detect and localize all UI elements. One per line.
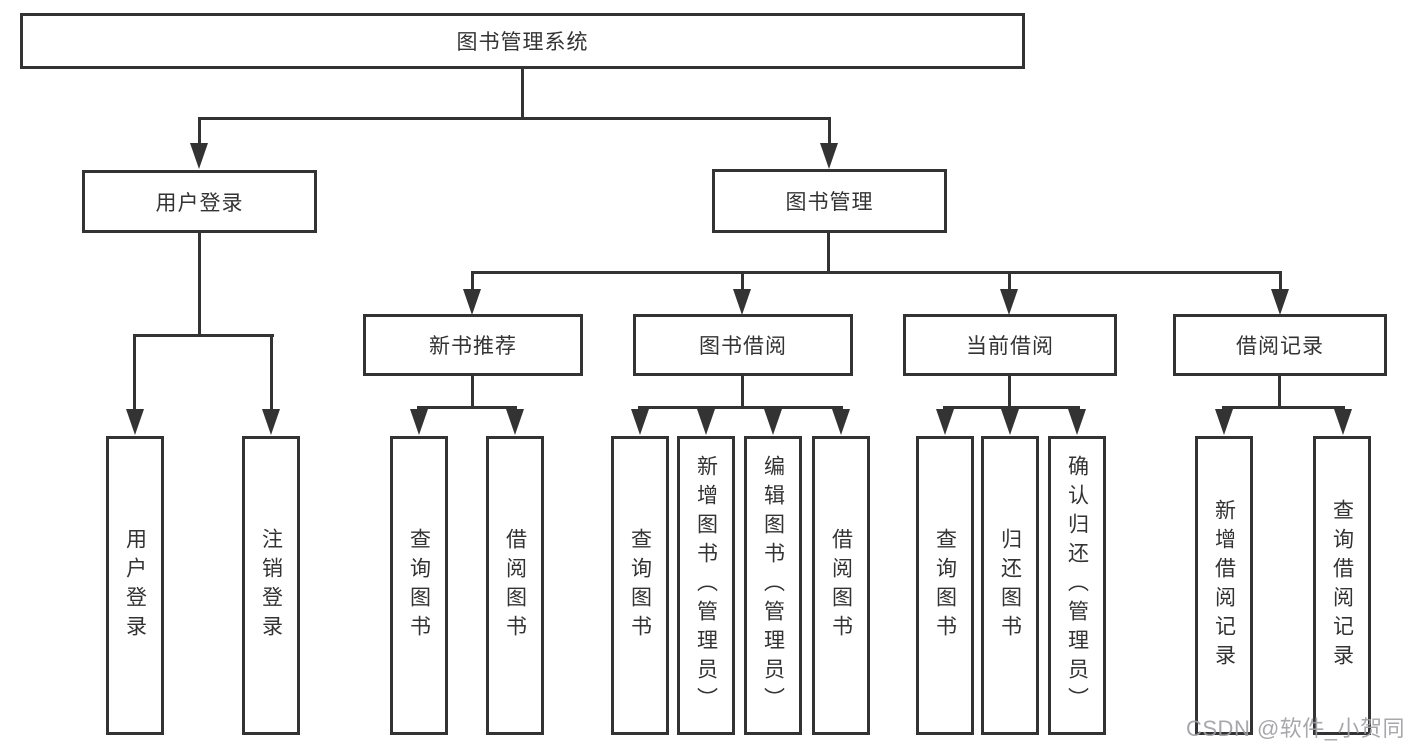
leaf-query-books-borrowing: 查询图书 <box>611 436 669 735</box>
connector-line <box>1278 376 1281 409</box>
connector-line <box>1008 376 1011 409</box>
connector-line <box>471 376 474 409</box>
connector-line <box>1222 406 1345 409</box>
leaf-borrow-books: 借阅图书 <box>812 436 870 735</box>
connector-line <box>417 406 517 409</box>
connector-line <box>133 334 136 412</box>
down-arrowhead <box>410 409 428 435</box>
node-book-management: 图书管理 <box>712 169 947 233</box>
down-arrowhead <box>1271 289 1289 315</box>
leaf-return-books: 归还图书 <box>981 436 1039 735</box>
connector-line <box>270 334 273 412</box>
node-current-borrowing: 当前借阅 <box>903 314 1117 376</box>
down-arrowhead <box>832 409 850 435</box>
down-arrowhead <box>262 409 280 435</box>
leaf-query-books-newbooks: 查询图书 <box>390 436 448 735</box>
down-arrowhead <box>463 289 481 315</box>
node-borrowing-records: 借阅记录 <box>1173 314 1387 376</box>
connector-line <box>521 68 524 120</box>
connector-line <box>1008 271 1011 291</box>
down-arrowhead <box>1068 409 1086 435</box>
down-arrowhead <box>1000 289 1018 315</box>
leaf-query-books-current: 查询图书 <box>916 436 974 735</box>
leaf-add-books-admin: 新增图书（管理员） <box>677 436 735 735</box>
connector-line <box>828 117 831 146</box>
leaf-user-login: 用户登录 <box>106 436 164 735</box>
connector-line <box>638 406 843 409</box>
connector-line <box>1279 271 1282 291</box>
connector-line <box>198 117 201 146</box>
connector-line <box>198 233 201 337</box>
csdn-watermark: CSDN @软件_小贺同学 <box>1186 716 1405 741</box>
down-arrowhead <box>506 409 524 435</box>
down-arrowhead <box>190 143 208 169</box>
down-arrowhead <box>631 409 649 435</box>
connector-line <box>198 117 831 120</box>
leaf-add-borrow-record: 新增借阅记录 <box>1195 436 1253 735</box>
down-arrowhead <box>1334 409 1352 435</box>
connector-line <box>133 334 274 337</box>
down-arrowhead <box>764 409 782 435</box>
leaf-edit-books-admin: 编辑图书（管理员） <box>744 436 802 735</box>
connector-line <box>741 271 744 291</box>
down-arrowhead <box>126 409 144 435</box>
leaf-query-borrow-record: 查询借阅记录 <box>1313 436 1371 735</box>
connector-line <box>943 406 1080 409</box>
node-book-borrowing: 图书借阅 <box>633 314 853 376</box>
node-user-login: 用户登录 <box>82 170 317 233</box>
connector-line <box>827 233 830 274</box>
connector-line <box>741 376 744 409</box>
down-arrowhead <box>936 409 954 435</box>
node-new-books: 新书推荐 <box>363 314 583 376</box>
down-arrowhead <box>1215 409 1233 435</box>
connector-line <box>471 271 474 291</box>
node-root: 图书管理系统 <box>20 13 1025 69</box>
leaf-logout: 注销登录 <box>242 436 300 735</box>
down-arrowhead <box>820 143 838 169</box>
down-arrowhead <box>697 409 715 435</box>
down-arrowhead <box>733 289 751 315</box>
connector-line <box>471 271 1282 274</box>
down-arrowhead <box>1001 409 1019 435</box>
leaf-confirm-return-admin: 确认归还（管理员） <box>1048 436 1106 735</box>
leaf-borrow-books-newbooks: 借阅图书 <box>486 436 544 735</box>
